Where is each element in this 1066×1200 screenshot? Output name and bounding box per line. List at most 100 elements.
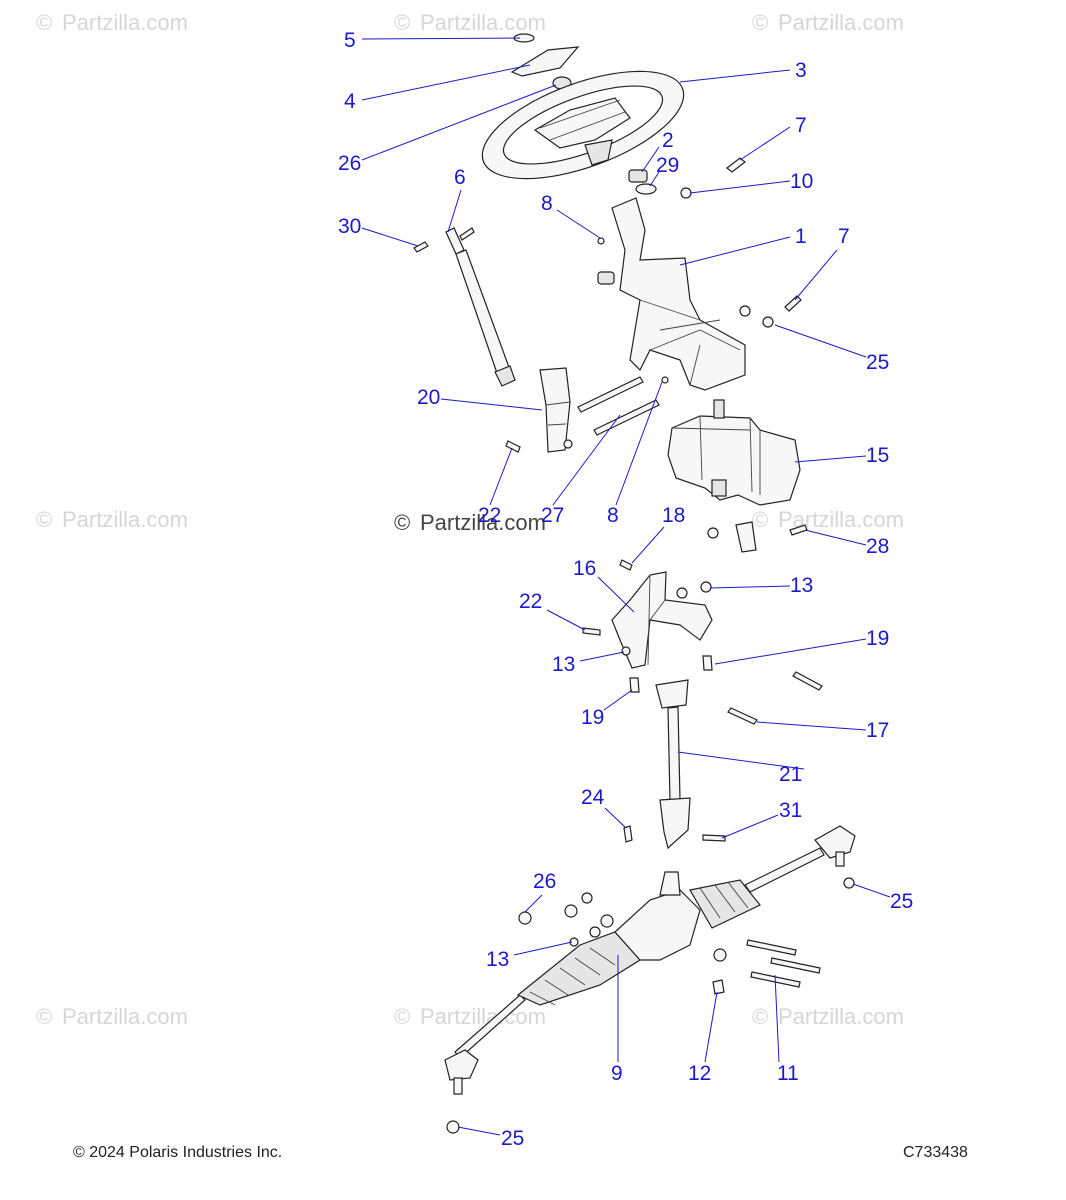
watermark: Partzilla.com	[420, 10, 546, 35]
watermark: ©	[752, 507, 768, 532]
part-pin	[661, 376, 669, 384]
part-gear-mount-bracket	[611, 571, 713, 669]
callout-17: 17	[866, 719, 889, 742]
callout-13b: 13	[552, 653, 575, 676]
watermarks: © Partzilla.com © Partzilla.com © Partzilla…	[36, 10, 904, 1029]
callout-19: 19	[866, 627, 889, 650]
watermark: ©	[36, 507, 52, 532]
callout-13: 13	[790, 574, 813, 597]
watermark: ©	[394, 510, 410, 535]
watermark: ©	[394, 10, 410, 35]
part-washer	[680, 187, 692, 199]
part-bolt	[505, 440, 521, 453]
callout-6: 6	[454, 166, 466, 189]
part-bushing	[628, 169, 648, 183]
part-clip	[623, 825, 633, 843]
callout-27: 27	[541, 504, 564, 527]
part-bolt	[726, 157, 746, 173]
part-nut	[707, 527, 719, 539]
watermark: ©	[394, 1004, 410, 1029]
callout-22: 22	[478, 504, 501, 527]
watermark: ©	[752, 10, 768, 35]
part-steering-rack	[444, 825, 856, 1095]
part-intermediate-shaft	[655, 679, 691, 850]
parts-artwork	[413, 33, 856, 1134]
part-bolt	[792, 671, 823, 691]
callout-3: 3	[795, 59, 807, 82]
part-bolt	[702, 834, 726, 842]
callout-7: 7	[795, 114, 807, 137]
watermark: Partzilla.com	[778, 10, 904, 35]
part-screw	[413, 241, 429, 253]
part-nut	[564, 904, 578, 918]
callout-19b: 19	[581, 706, 604, 729]
part-nut	[713, 948, 727, 962]
part-gas-strut	[445, 227, 516, 387]
part-bolt	[770, 957, 821, 974]
part-nut	[581, 892, 593, 904]
part-nut	[589, 926, 601, 938]
callout-8b: 8	[607, 504, 619, 527]
callout-28: 28	[866, 535, 889, 558]
callout-25: 25	[866, 351, 889, 374]
callout-9: 9	[611, 1062, 623, 1085]
callout-30: 30	[338, 215, 361, 238]
part-steering-wheel	[481, 70, 685, 180]
callout-12: 12	[688, 1062, 711, 1085]
part-nut	[446, 1120, 460, 1134]
part-bolt	[582, 627, 601, 636]
callout-25c: 25	[501, 1127, 524, 1150]
copyright-notice: © 2024 Polaris Industries Inc.	[73, 1144, 283, 1161]
callout-10: 10	[790, 170, 813, 193]
callout-24: 24	[581, 786, 605, 809]
part-bolt	[727, 707, 758, 725]
callout-7b: 7	[838, 225, 850, 248]
part-nut	[600, 914, 614, 928]
callout-5: 5	[344, 29, 356, 52]
watermark: ©	[36, 1004, 52, 1029]
part-yoke	[735, 521, 757, 553]
callout-25b: 25	[890, 890, 913, 913]
callout-1: 1	[795, 225, 807, 248]
watermark: Partzilla.com	[62, 507, 188, 532]
callout-20: 20	[417, 386, 440, 409]
part-bolt	[629, 677, 640, 693]
callout-2: 2	[662, 129, 674, 152]
callout-29: 29	[656, 154, 679, 177]
part-bolt	[746, 939, 797, 956]
callout-26: 26	[338, 152, 361, 175]
callout-31: 31	[779, 799, 802, 822]
callout-11: 11	[777, 1062, 799, 1085]
part-bolt	[702, 655, 713, 671]
watermark: ©	[36, 10, 52, 35]
part-horn-plate	[510, 46, 580, 77]
part-nut	[843, 877, 855, 889]
watermark: Partzilla.com	[420, 1004, 546, 1029]
watermark: Partzilla.com	[62, 10, 188, 35]
watermark: Partzilla.com	[778, 1004, 904, 1029]
watermark: Partzilla.com	[420, 510, 546, 535]
callout-22b: 22	[519, 590, 542, 613]
part-spacer	[635, 183, 657, 195]
callout-8: 8	[541, 192, 553, 215]
part-power-steering-unit	[667, 399, 801, 506]
callout-15: 15	[866, 444, 889, 467]
leader-lines	[361, 37, 891, 1136]
callout-26b: 26	[533, 870, 556, 893]
callouts: 5 4 26 3 7 2 29 10 8 6 30 1 7 25 20 15 2…	[338, 29, 913, 1150]
callout-13c: 13	[486, 948, 509, 971]
drawing-number: C733438	[903, 1144, 968, 1161]
part-u-joint-upper	[539, 367, 573, 453]
part-long-bolt	[593, 399, 660, 436]
part-pin	[597, 237, 605, 245]
part-steering-column-bracket	[597, 197, 802, 391]
part-long-bolt	[577, 376, 644, 413]
part-nut	[621, 646, 631, 656]
part-bolt	[619, 559, 633, 571]
part-nut	[518, 911, 532, 925]
watermark: ©	[752, 1004, 768, 1029]
callout-18: 18	[662, 504, 685, 527]
watermark: Partzilla.com	[62, 1004, 188, 1029]
part-bolt	[712, 979, 725, 995]
